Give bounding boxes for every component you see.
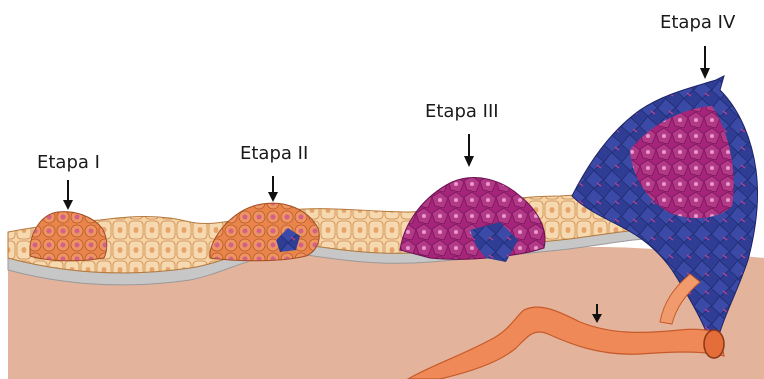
lesion-stage-2	[210, 203, 319, 261]
stage-label-2: Etapa II	[240, 143, 308, 164]
down-arrow-icon	[63, 180, 73, 210]
stage-label-4: Etapa IV	[660, 12, 735, 33]
stage-label-3: Etapa III	[425, 101, 499, 122]
lesion-stage-3	[400, 178, 545, 260]
down-arrow-icon	[268, 176, 278, 202]
lesion-stage-1	[30, 212, 107, 261]
down-arrow-icon	[464, 134, 474, 167]
stage-label-1: Etapa I	[37, 152, 100, 173]
down-arrow-icon	[700, 46, 710, 79]
blood-vessel-cross-section	[704, 330, 724, 358]
